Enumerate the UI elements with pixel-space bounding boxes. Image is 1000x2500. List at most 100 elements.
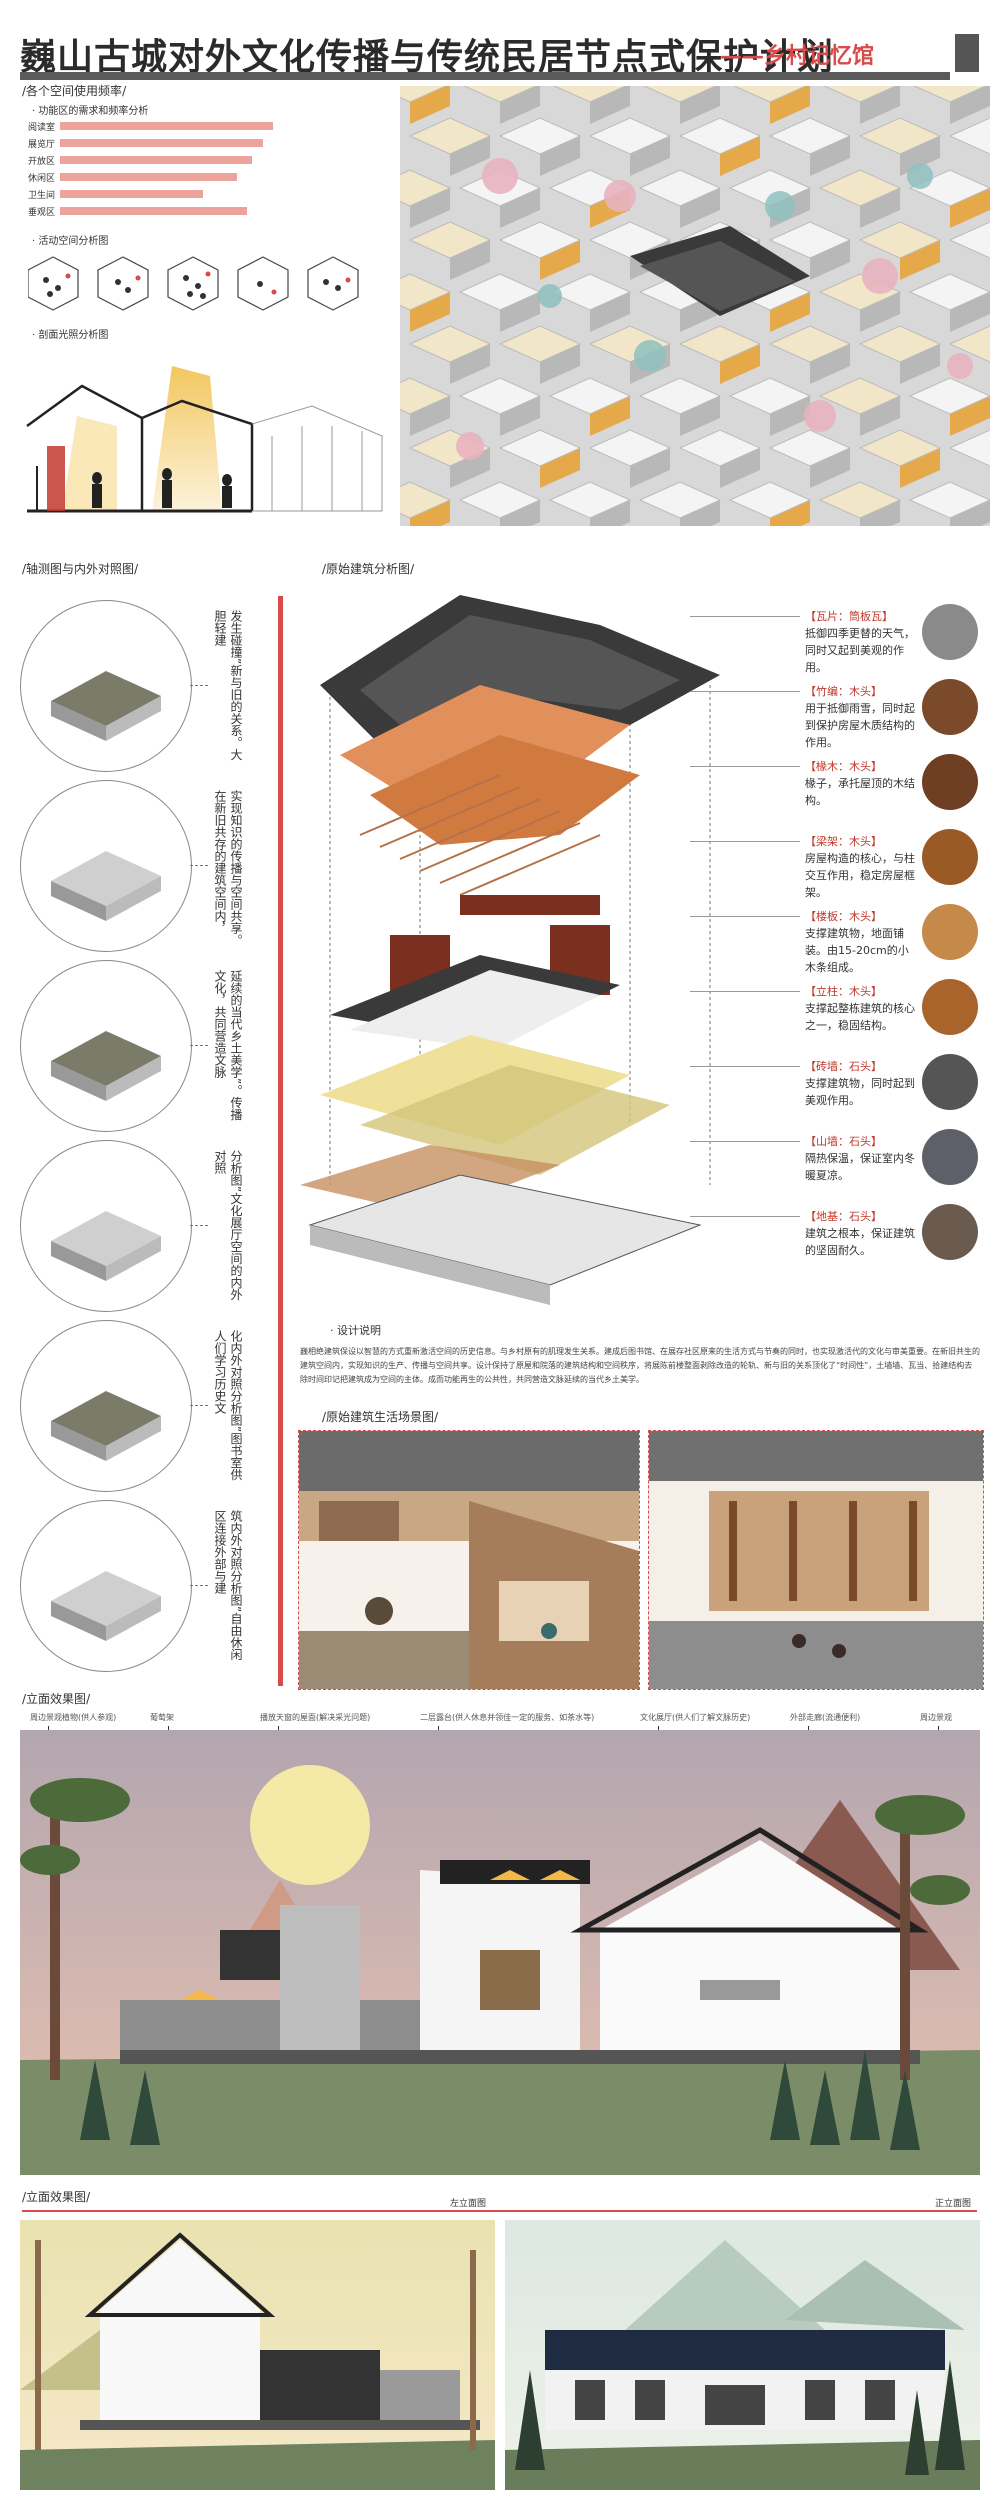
aerial-block-roof [858,221,942,259]
aerial-block-roof [768,117,852,155]
material-desc: 支撑建筑物，地面铺装。由15-20cm的小木条组成。 [805,927,909,974]
aerial-block-roof [588,117,672,155]
aerial-block-wall [900,136,940,176]
aerial-block-roof [400,377,452,415]
aerial-block-wall [900,344,940,384]
aerial-block-wall [810,448,850,488]
aerial-block-roof [768,429,852,467]
left-elevation-label: 左立面图 [450,2199,487,2209]
axon-building-icon [51,671,161,741]
aerial-block-roof [498,221,582,259]
aerial-block-wall [950,188,990,228]
usage-bar-row: 阅读室 [28,120,348,133]
section-light-diagram [26,366,383,513]
aerial-block-roof [408,221,492,259]
aerial-block-roof [408,117,492,155]
aerial-block-roof [678,117,762,155]
aerial-block-wall [810,136,850,176]
material-swatch [922,1129,978,1185]
aerial-block-wall [630,448,670,488]
aerial-block-wall [540,136,580,176]
front-elevation-illustration [505,2220,980,2490]
aerial-block-roof [498,117,582,155]
axon-circle [20,1500,192,1672]
aerial-block-roof [908,377,990,415]
elevation-label: 二层露台(供人休息并领佳一定的服务、如茶水等) [420,1713,595,1722]
aerial-block-roof [908,481,990,519]
design-text: 巍相绝建筑保设以智慧的方式重新激活空间的历史信息。与乡村原有的肌理发生关系。建成… [300,1347,980,1384]
material-swatch [922,754,978,810]
aerial-block-roof [768,221,852,259]
material-label: 【砖墙：石头】支撑建筑物，同时起到美观作用。 [805,1058,915,1109]
usage-bar-label: 休闲区 [28,174,56,184]
material-desc: 隔热保温，保证室内冬暖夏凉。 [805,1152,915,1182]
axon-building-icon [51,1211,161,1281]
life-scene-right [648,1430,984,1690]
material-title: 【瓦片：筒板瓦】 [805,610,893,623]
aerial-block-wall [590,500,630,526]
aerial-block-wall [680,86,720,124]
aerial-block-roof [400,86,447,103]
usage-bar-fill [60,156,253,164]
material-leader-line [690,616,800,617]
material-desc: 房屋构造的核心，与柱交互作用，稳定房屋框架。 [805,852,915,899]
flow-title: · 活动空间分析图 [32,236,109,247]
aerial-block-roof [643,86,717,103]
material-label: 【地基：石头】建筑之根本，保证建筑的坚固耐久。 [805,1208,915,1259]
material-swatch [922,904,978,960]
material-label: 【竹编：木头】用于抵御雨雪，同时起到保护房屋木质结构的作用。 [805,683,915,751]
aerial-block-wall [950,500,990,526]
aerial-block-wall [720,448,760,488]
elevation-label: 周边景观 [920,1713,952,1722]
elevation-label: 外部走廊(流通便利) [790,1713,861,1722]
material-label: 【立柱：木头】支撑起整栋建筑的核心之一，稳固结构。 [805,983,915,1034]
aerial-block-roof [548,377,632,415]
aerial-block-roof [823,86,897,103]
aerial-block-roof [818,481,902,519]
aerial-block-wall [680,396,720,436]
aerial-block-wall [860,396,900,436]
material-label: 【瓦片：筒板瓦】抵御四季更替的天气，同时又起到美观的作用。 [805,608,915,676]
aerial-block-roof [858,325,942,363]
aerial-block-roof [553,86,627,103]
aerial-block-wall [860,188,900,228]
axon-description: 延续的当代乡土美学”。传播文化，共同营造文脉 [213,970,243,1121]
aerial-block-wall [860,500,900,526]
page-title: 巍山古城对外文化传播与传统民居节点式保护计划 [20,36,835,78]
axon-connector [190,1585,208,1586]
flow-diagrams [28,256,359,311]
title-underline [20,72,950,80]
aerial-block-wall [450,240,490,280]
material-title: 【山墙：石头】 [805,1135,882,1148]
elevation-section-title: /立面效果图/ [22,1692,91,1706]
aerial-block-wall [450,136,490,176]
aerial-block-wall [900,240,940,280]
aerial-block-wall [950,292,990,332]
usage-bar-row: 展览厅 [28,137,348,150]
aerial-block-roof [728,377,812,415]
aerial-block-roof [678,325,762,363]
aerial-block-roof [458,377,542,415]
material-swatch [922,1054,978,1110]
aerial-block-roof [408,325,492,363]
material-leader-line [690,991,800,992]
aerial-block-wall [450,448,490,488]
usage-bar-label: 展览厅 [28,140,56,150]
axon-description: 分析图”文化展厅空间的内外对照 [213,1150,243,1301]
aerial-block-roof [638,169,722,207]
usage-section-title: /各个空间使用频率/ [22,84,127,98]
exploded-axon-drawing [300,595,720,1305]
material-desc: 建筑之根本，保证建筑的坚固耐久。 [805,1227,915,1257]
aerial-block-wall [500,292,540,332]
aerial-block-wall [810,240,850,280]
usage-bar-fill [60,190,203,198]
usage-bar-row: 开放区 [28,154,348,167]
axon-circle [20,780,192,952]
axon-connector [190,865,208,866]
material-label: 【山墙：石头】隔热保温，保证室内冬暖夏凉。 [805,1133,915,1184]
aerial-block-wall [500,86,540,124]
aerial-block-roof [948,325,990,363]
aerial-block-wall [770,500,810,526]
aerial-block-wall [720,136,760,176]
aerial-block-roof [548,273,632,311]
